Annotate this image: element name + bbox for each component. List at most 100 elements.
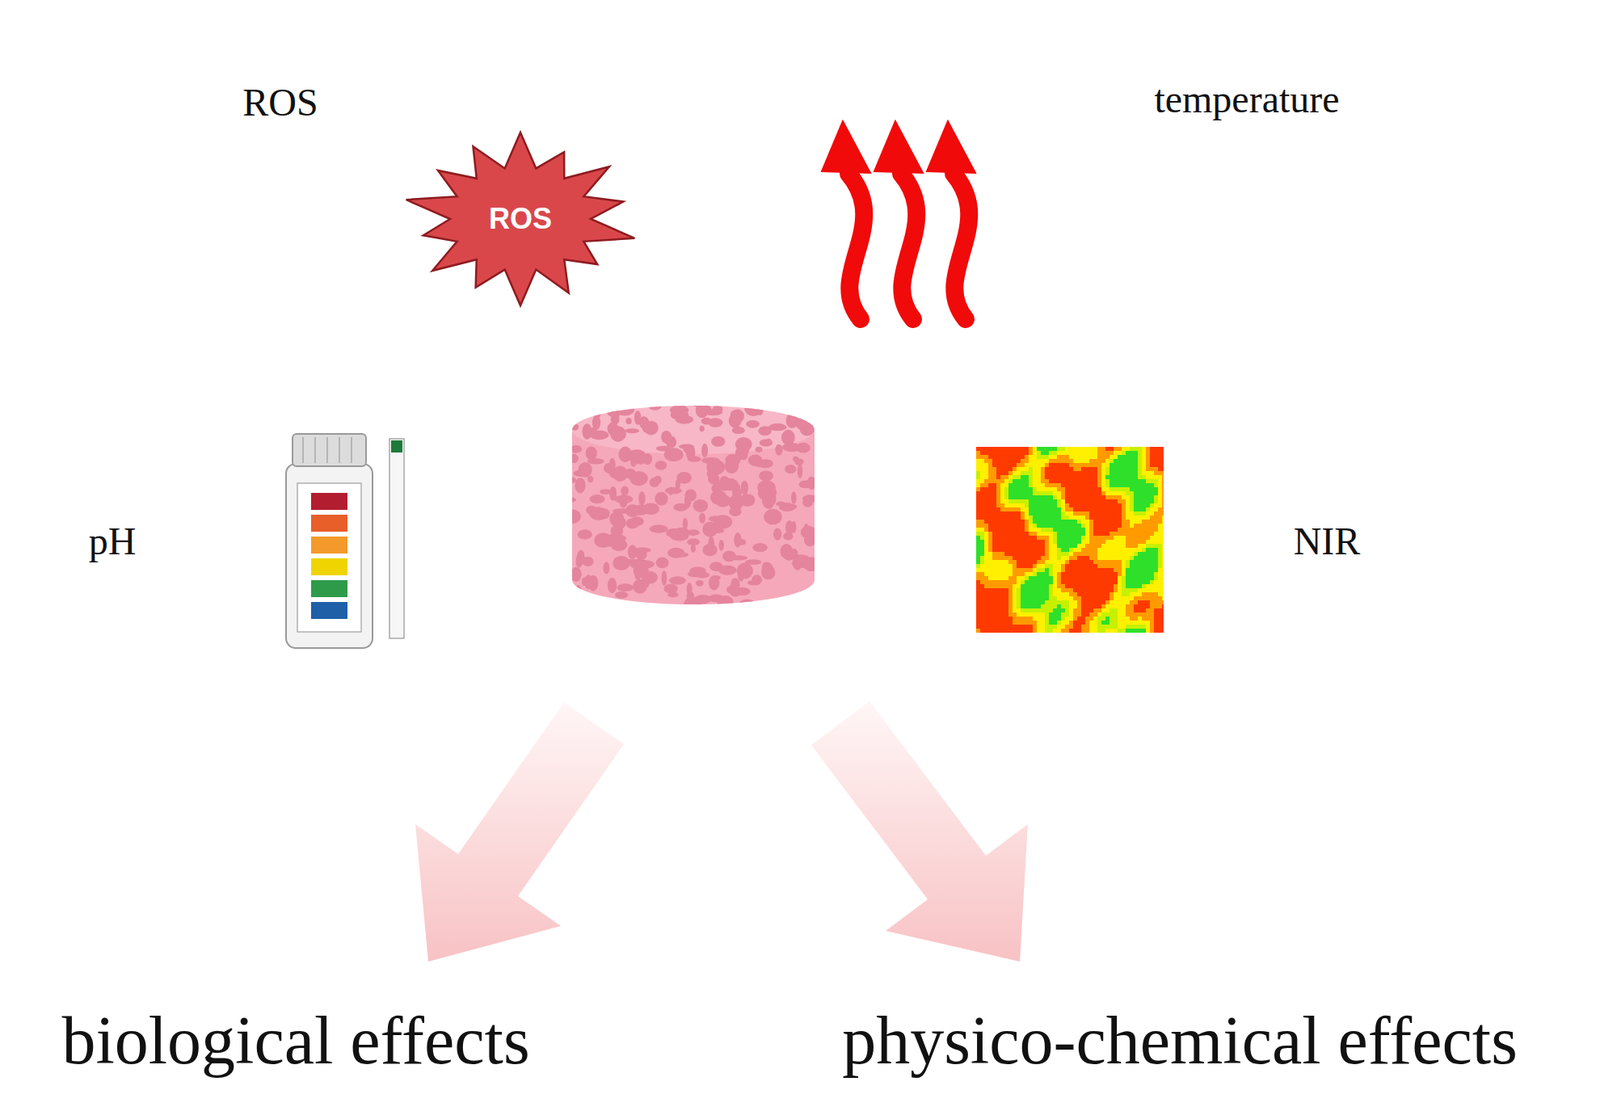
heat-cell	[1044, 499, 1050, 505]
heat-cell	[1012, 483, 1018, 489]
heat-cell	[996, 515, 1002, 521]
heat-cell	[984, 511, 990, 517]
heat-cell	[1133, 596, 1139, 602]
heat-cell	[996, 487, 1002, 493]
heat-cell	[1065, 576, 1070, 582]
heat-cell	[1052, 458, 1058, 464]
heat-cell	[1125, 463, 1131, 468]
heat-cell	[980, 555, 986, 561]
heat-cell	[1121, 551, 1127, 557]
heat-cell	[988, 624, 994, 630]
heat-cell	[1089, 596, 1095, 602]
heat-cell	[1145, 491, 1151, 497]
heat-cell	[1101, 600, 1107, 606]
heat-cell	[1081, 511, 1087, 517]
heat-cell	[1056, 628, 1062, 633]
heat-cell	[1145, 576, 1151, 582]
heat-cell	[1109, 511, 1115, 517]
heat-cell	[1016, 446, 1022, 452]
heat-cell	[1036, 523, 1042, 529]
heat-cell	[1121, 531, 1127, 537]
heat-cell	[1020, 576, 1026, 582]
heat-cell	[976, 592, 982, 598]
heat-arrows-part	[848, 173, 864, 320]
heat-cell	[980, 458, 986, 464]
heat-cell	[1024, 628, 1030, 633]
heat-cell	[1125, 572, 1131, 577]
heat-cell	[1093, 535, 1099, 541]
heat-cell	[1133, 584, 1139, 590]
heat-cell	[1024, 471, 1030, 476]
heat-cell	[1113, 572, 1119, 577]
heat-cell	[1077, 551, 1083, 557]
heat-cell	[1141, 547, 1147, 553]
heat-cell	[988, 547, 994, 553]
heat-cell	[1052, 592, 1058, 598]
heat-cell	[1012, 628, 1018, 633]
heat-cell	[1113, 543, 1119, 549]
heat-cell	[1121, 604, 1127, 610]
heat-cell	[1093, 463, 1099, 468]
heat-cell	[1133, 491, 1139, 497]
heat-cell	[1028, 511, 1034, 517]
heat-cell	[1125, 604, 1131, 610]
heat-cell	[1044, 479, 1050, 485]
heat-cell	[1048, 628, 1054, 633]
heat-cell	[1056, 531, 1062, 537]
heat-cell	[1044, 450, 1050, 456]
heat-cell	[1052, 531, 1058, 537]
heat-cell	[996, 523, 1002, 529]
heat-cell	[1101, 564, 1107, 569]
heat-cell	[1089, 450, 1095, 456]
heat-cell	[1012, 551, 1018, 557]
heat-cell	[1093, 495, 1099, 501]
heat-cell	[1000, 543, 1006, 549]
heat-cell	[1093, 596, 1099, 602]
heat-cell	[1040, 584, 1046, 590]
heat-cell	[1137, 568, 1143, 573]
heat-cell	[1077, 592, 1083, 598]
heat-cell	[980, 551, 986, 557]
heat-cell	[992, 596, 998, 602]
heat-cell	[1036, 519, 1042, 525]
heat-cell	[1109, 568, 1115, 573]
heat-cell	[1032, 511, 1038, 517]
heat-cell	[1137, 467, 1143, 472]
heat-cell	[1137, 612, 1143, 618]
heat-cell	[1004, 547, 1010, 553]
heat-cell	[1073, 491, 1078, 497]
heat-cell	[976, 487, 982, 493]
heat-cell	[1020, 551, 1026, 557]
heat-cell	[976, 547, 982, 553]
heat-cell	[1065, 458, 1070, 464]
heat-cell	[1117, 495, 1123, 501]
heat-cell	[1133, 458, 1139, 464]
heat-cell	[1129, 612, 1135, 618]
heat-cell	[1121, 564, 1127, 569]
heat-cell	[1032, 584, 1038, 590]
heat-cell	[1024, 592, 1030, 598]
heat-cell	[1101, 515, 1107, 521]
heat-cell	[1145, 463, 1151, 468]
heat-cell	[1024, 588, 1030, 594]
heat-cell	[1109, 624, 1115, 630]
heat-cell	[1097, 519, 1103, 525]
heat-cell	[1069, 580, 1074, 586]
heat-cell	[1129, 535, 1135, 541]
heat-cell	[1016, 503, 1022, 509]
heat-cell	[1040, 572, 1046, 577]
heat-cell	[1040, 487, 1046, 493]
heat-cell	[1101, 483, 1107, 489]
heat-cell	[1016, 475, 1022, 480]
heat-cell	[980, 592, 986, 598]
heat-cell	[1117, 515, 1123, 521]
heat-cell	[1117, 531, 1123, 537]
heat-cell	[1085, 600, 1091, 606]
heat-cell	[1097, 572, 1103, 577]
heat-cell	[1085, 519, 1091, 525]
heat-cell	[1020, 487, 1026, 493]
heat-cell	[992, 483, 998, 489]
heat-cell	[1129, 588, 1135, 594]
heat-cell	[1061, 531, 1066, 537]
heat-cell	[1117, 616, 1123, 622]
